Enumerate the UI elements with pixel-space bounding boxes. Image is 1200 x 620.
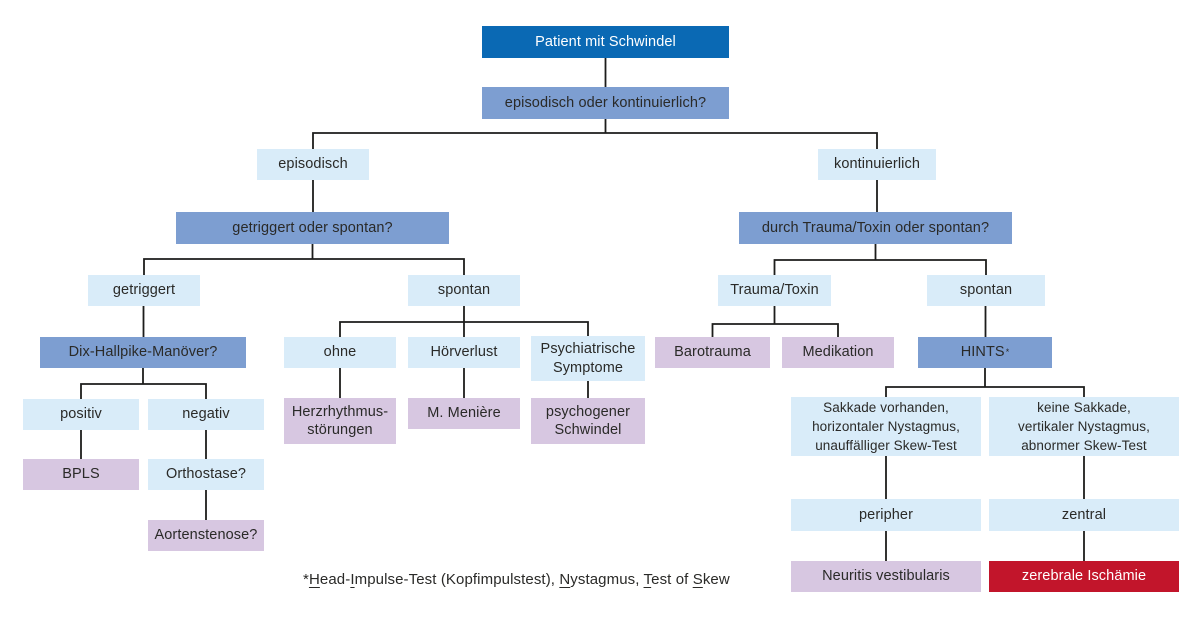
footnote-text: est of <box>651 571 693 588</box>
footnote-acronym-letter: H <box>308 571 320 588</box>
node-hints: HINTS* <box>918 337 1052 368</box>
footnote-acronym-letter: N <box>559 571 571 588</box>
node-kontinuierlich: kontinuierlich <box>818 149 936 180</box>
node-dix-hallpike-manoever: Dix-Hallpike-Manöver? <box>40 337 246 368</box>
footnote-text: ystagmus, <box>570 571 644 588</box>
node-getriggert: getriggert <box>88 275 200 306</box>
node-trauma-toxin: Trauma/Toxin <box>718 275 831 306</box>
footnote-text: * <box>303 571 309 588</box>
node-negativ: negativ <box>148 399 264 430</box>
footnote-acronym-letter: S <box>692 571 703 588</box>
node-patient-mit-schwindel: Patient mit Schwindel <box>482 26 729 58</box>
node-neuritis-vestibularis: Neuritis vestibularis <box>791 561 981 592</box>
node-question-episodisch-oder-kontinuierlich: episodisch oder kontinuierlich? <box>482 87 729 119</box>
node-bpls: BPLS <box>23 459 139 490</box>
footnote-text: kew <box>702 571 730 588</box>
node-orthostase: Orthostase? <box>148 459 264 490</box>
node-question-trauma-toxin-oder-spontan: durch Trauma/Toxin oder spontan? <box>739 212 1012 244</box>
node-herzrhythmusstoerungen: Herzrhythmus- störungen <box>284 398 396 444</box>
node-sakkade-vorhanden: Sakkade vorhanden, horizontaler Nystagmu… <box>791 397 981 456</box>
hints-footnote: *Head-Impulse-Test (Kopfimpulstest), Nys… <box>303 571 730 588</box>
node-peripher: peripher <box>791 499 981 531</box>
node-barotrauma: Barotrauma <box>655 337 770 368</box>
node-m-meniere: M. Menière <box>408 398 520 429</box>
footnote-text: mpulse-Test (Kopfimpulstest), <box>354 571 560 588</box>
footnote-acronym-letter: T <box>643 571 652 588</box>
node-spontan-rechts: spontan <box>927 275 1045 306</box>
node-episodisch: episodisch <box>257 149 369 180</box>
node-zerebrale-ischaemie: zerebrale Ischämie <box>989 561 1179 592</box>
node-spontan-links: spontan <box>408 275 520 306</box>
hints-label: HINTS <box>960 344 1005 361</box>
node-psychiatrische-symptome: Psychiatrische Symptome <box>531 336 645 381</box>
node-medikation: Medikation <box>782 337 894 368</box>
node-hoerverlust: Hörverlust <box>408 337 520 368</box>
footnote-text: ead- <box>319 571 351 588</box>
footnote-acronym-letter: I <box>350 571 355 588</box>
node-zentral: zentral <box>989 499 1179 531</box>
node-positiv: positiv <box>23 399 139 430</box>
node-keine-sakkade: keine Sakkade, vertikaler Nystagmus, abn… <box>989 397 1179 456</box>
node-ohne: ohne <box>284 337 396 368</box>
node-aortenstenose: Aortenstenose? <box>148 520 264 551</box>
node-psychogener-schwindel: psychogener Schwindel <box>531 398 645 444</box>
node-question-getriggert-oder-spontan: getriggert oder spontan? <box>176 212 449 244</box>
